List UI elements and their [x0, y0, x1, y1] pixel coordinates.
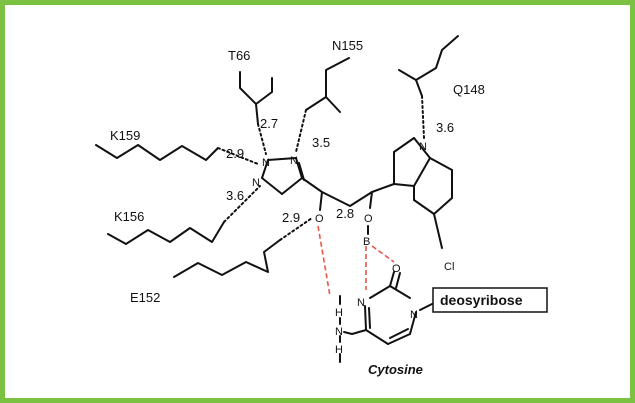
distance-k159: 2.9 [226, 146, 244, 161]
distance-q148: 3.6 [436, 120, 454, 135]
chlorine-label: Cl [444, 261, 454, 273]
residue-e152: E152 [130, 290, 160, 305]
distance-boron-oxygen: 2.8 [336, 206, 354, 221]
central-chain [301, 177, 395, 211]
red-interactions [317, 225, 395, 297]
deoxyribose-box [432, 287, 548, 313]
n155-side-chain [305, 57, 350, 113]
amino-n-label: N [335, 326, 343, 338]
distance-t66: 2.7 [260, 116, 278, 131]
residue-q148: Q148 [453, 82, 485, 97]
residue-k159: K159 [110, 128, 140, 143]
triazole-n1-label: N [262, 157, 270, 169]
k156-side-chain [107, 221, 225, 245]
amino-h1-label: H [335, 307, 343, 319]
boron-label: B [363, 236, 370, 248]
hydroxyl-o1-label: O [315, 213, 324, 225]
indole-n-label: N [419, 141, 427, 153]
residue-t66: T66 [228, 48, 250, 63]
triazole-n2-label: N [290, 155, 298, 167]
residue-k156: K156 [114, 209, 144, 224]
distance-e152: 2.9 [282, 210, 300, 225]
hydroxyl-o2-label: O [364, 213, 373, 225]
amino-h2-label: H [335, 344, 343, 356]
cytosine-label: Cytosine [368, 362, 423, 377]
bicyclic-ring [393, 137, 453, 249]
residue-n155: N155 [332, 38, 363, 53]
distance-k156: 3.6 [226, 188, 244, 203]
amino-group [339, 295, 353, 363]
cytosine-ring [351, 271, 433, 345]
triazole-ring [261, 157, 305, 195]
deoxyribose-label: deosyribose [440, 292, 523, 308]
cytosine-n1-label: N [410, 309, 418, 321]
triazole-n3-label: N [252, 177, 260, 189]
cytosine-o-label: O [392, 263, 401, 275]
distance-n155: 3.5 [312, 135, 330, 150]
q148-side-chain [398, 35, 459, 97]
t66-side-chain [239, 71, 273, 125]
k159-side-chain [95, 144, 219, 161]
e152-side-chain [173, 239, 281, 278]
hydrogen-bonds [217, 95, 425, 241]
cytosine-n3-label: N [357, 297, 365, 309]
